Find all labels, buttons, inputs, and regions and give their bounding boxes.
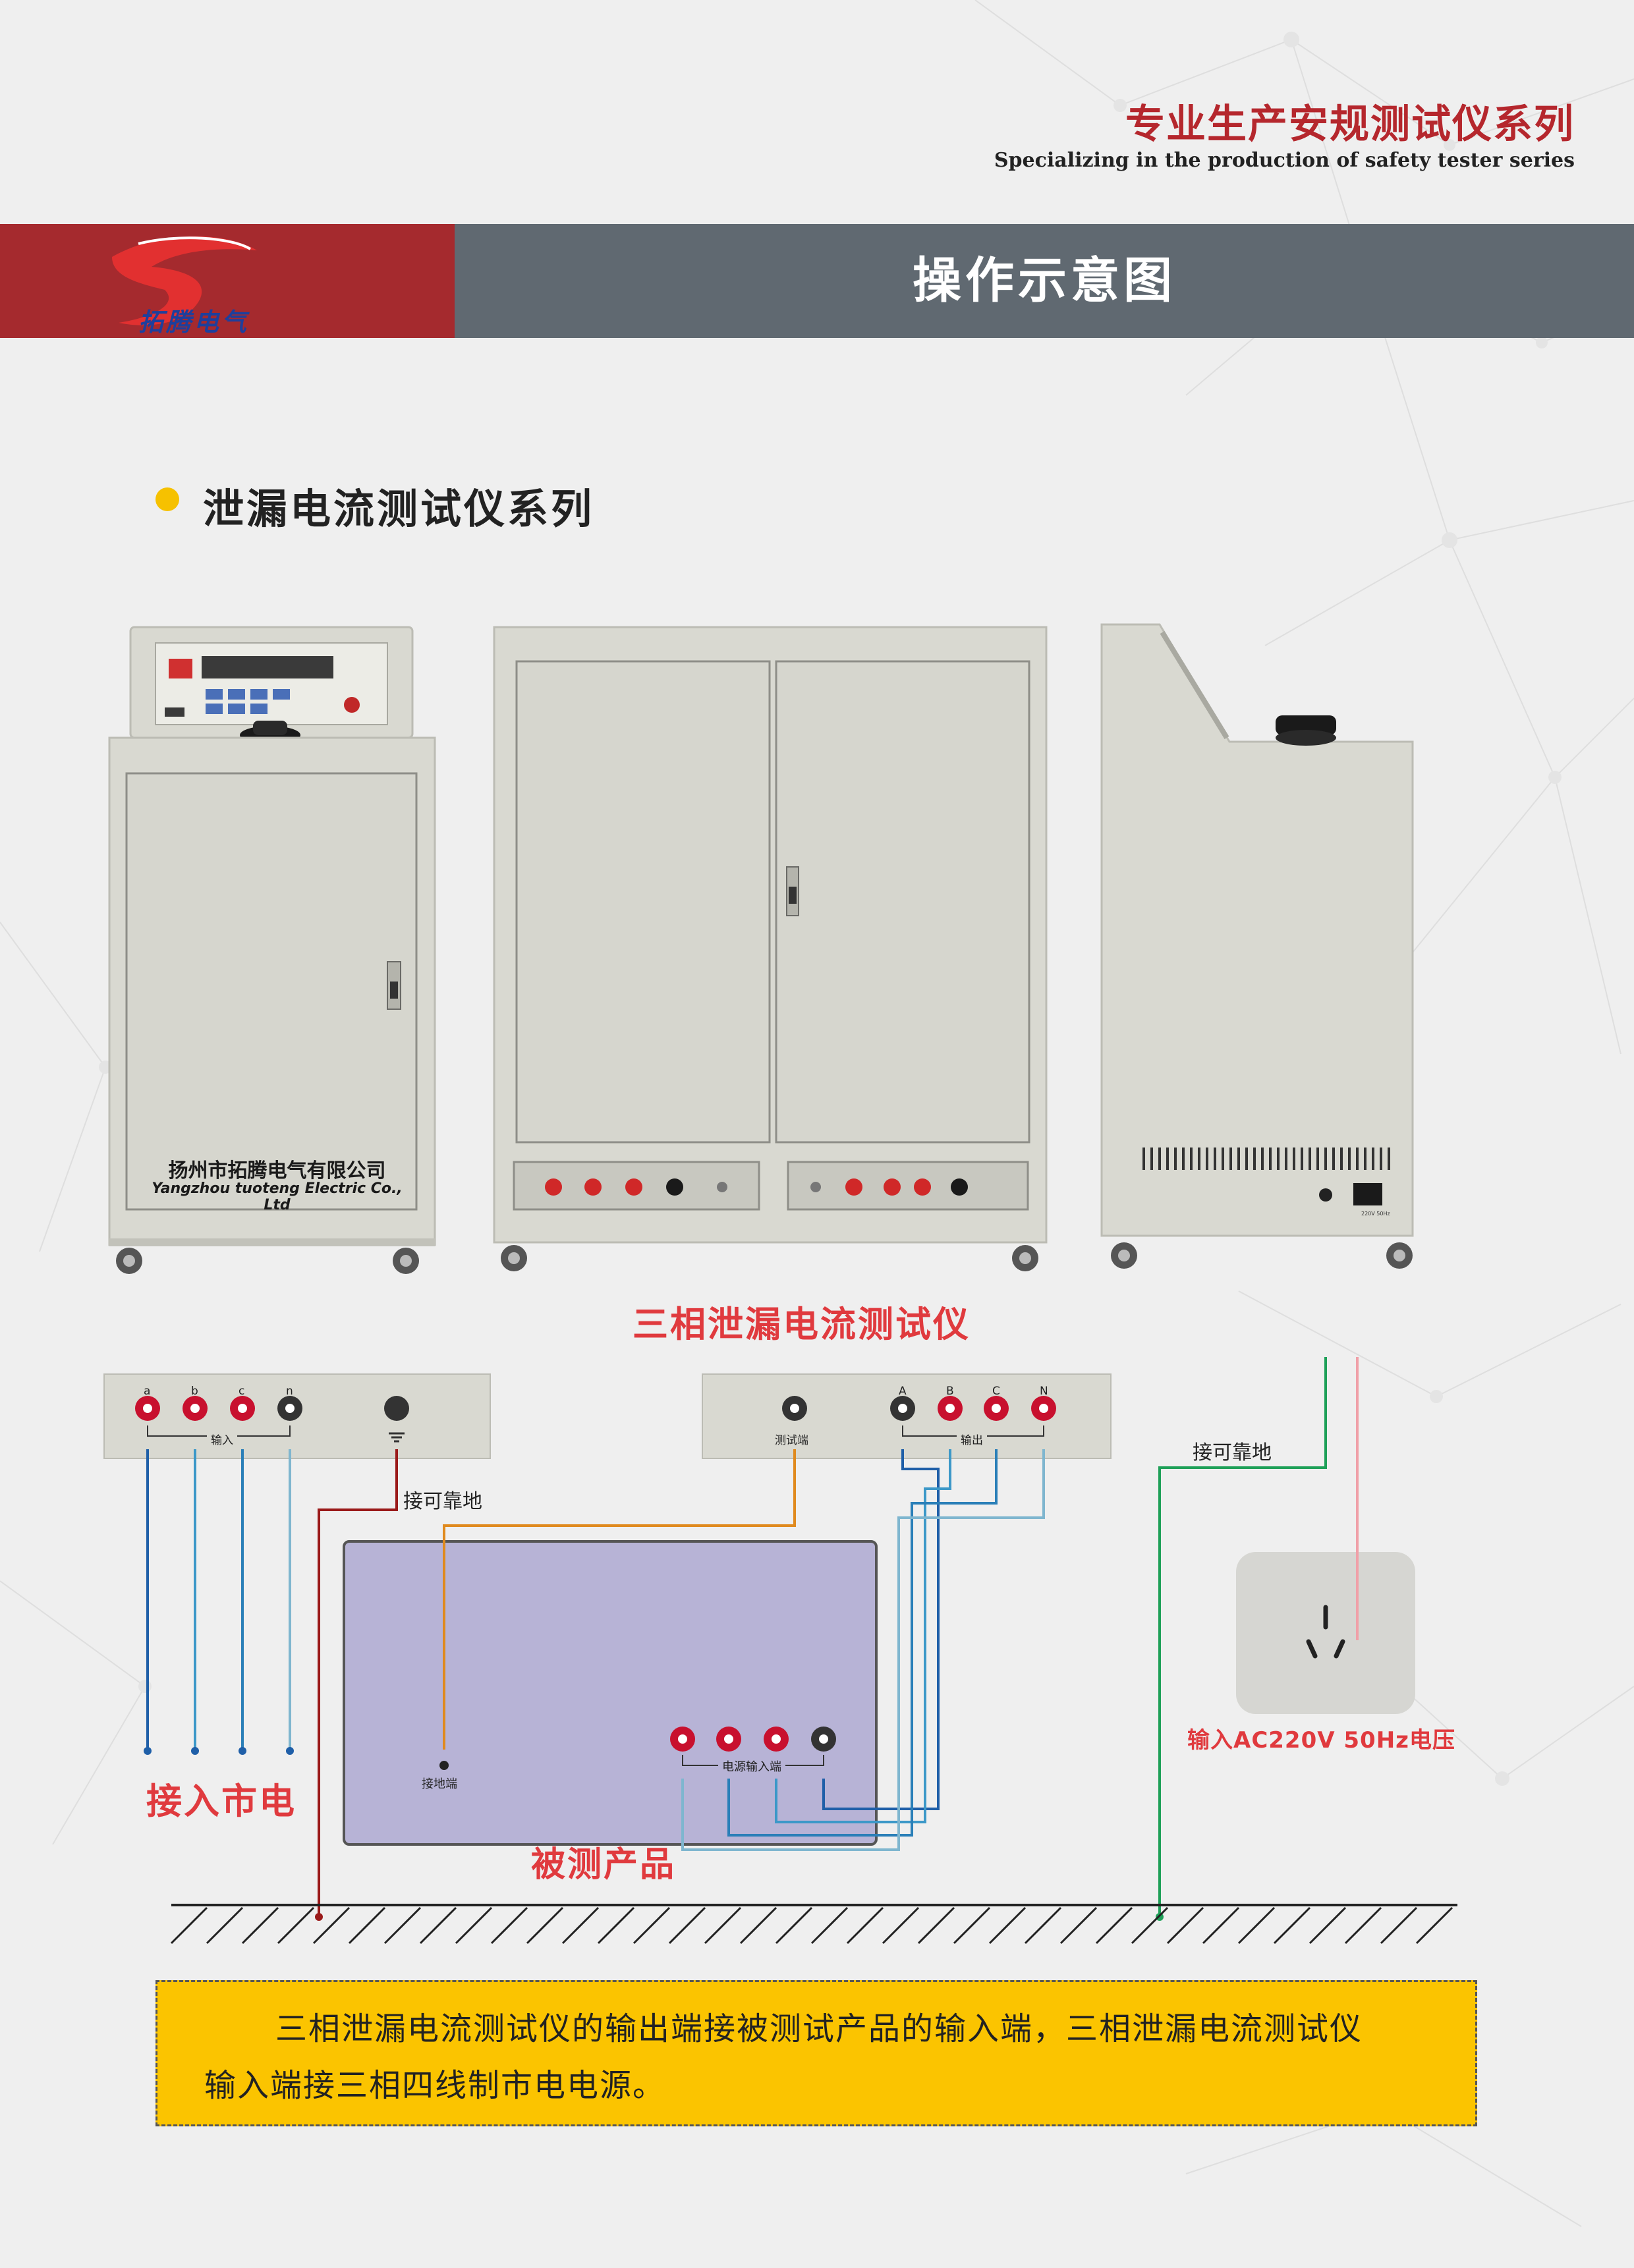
rear-socket-text: 220V 50Hz (1361, 1211, 1390, 1217)
product-label: 被测产品 (531, 1845, 677, 1885)
socket-label: 输入AC220V 50Hz电压 (1187, 1727, 1455, 1754)
product-box (343, 1540, 878, 1846)
wiring-diagram (103, 1357, 1457, 1945)
output-group-label: 输出 (957, 1431, 987, 1447)
cabinet-front-view (108, 626, 436, 1274)
header-title-en: Specializing in the production of safety… (994, 149, 1575, 172)
input-terminal-c-label: c (239, 1385, 245, 1398)
output-terminal-c-label: C (992, 1385, 1000, 1398)
product-power-input-label: 电源输入端 (718, 1757, 785, 1775)
input-terminal-n-label: n (286, 1385, 293, 1398)
input-terminal-a-label: a (144, 1385, 151, 1398)
section-title: 泄漏电流测试仪系列 (203, 485, 595, 533)
mains-label: 接入市电 (146, 1781, 296, 1822)
logo-text: 拓腾电气 (138, 308, 250, 337)
instrument-label: 三相泄漏电流测试仪 (633, 1304, 971, 1345)
power-socket-icon (1236, 1552, 1415, 1714)
cabinet-rear-view (1100, 623, 1414, 1269)
input-terminal-b-label: b (191, 1385, 198, 1398)
cabinet-company-cn: 扬州市拓腾电气有限公司 (168, 1159, 386, 1182)
output-terminal-a-label: A (899, 1385, 907, 1398)
band-title: 操作示意图 (913, 252, 1176, 309)
ground-label-left: 接可靠地 (403, 1490, 482, 1513)
cabinet-large-view (493, 626, 1048, 1271)
title-band (455, 224, 1634, 338)
input-group-label: 输入 (207, 1431, 237, 1447)
section-bullet (155, 487, 179, 511)
header-title-cn: 专业生产安规测试仪系列 (1125, 101, 1575, 148)
ground-label-right: 接可靠地 (1193, 1441, 1272, 1464)
product-ground-label: 接地端 (422, 1777, 457, 1791)
note-line-2: 输入端接三相四线制市电电源。 (204, 2067, 666, 2104)
ground-terminal-icon (384, 1396, 409, 1421)
ground-symbol-icon (389, 1432, 405, 1443)
output-terminal-n-label: N (1040, 1385, 1048, 1398)
test-terminal-label: 测试端 (775, 1434, 808, 1447)
equipment-illustrations (108, 623, 1414, 1274)
note-box (155, 1980, 1477, 2126)
earth-hatching (170, 1906, 1453, 1945)
company-logo-icon (112, 236, 257, 325)
output-terminal-b-label: B (946, 1385, 954, 1398)
cabinet-company-en: Yangzhou tuoteng Electric Co., Ltd (152, 1180, 403, 1213)
note-line-1: 三相泄漏电流测试仪的输出端接被测试产品的输入端，三相泄漏电流测试仪 (275, 2010, 1363, 2047)
